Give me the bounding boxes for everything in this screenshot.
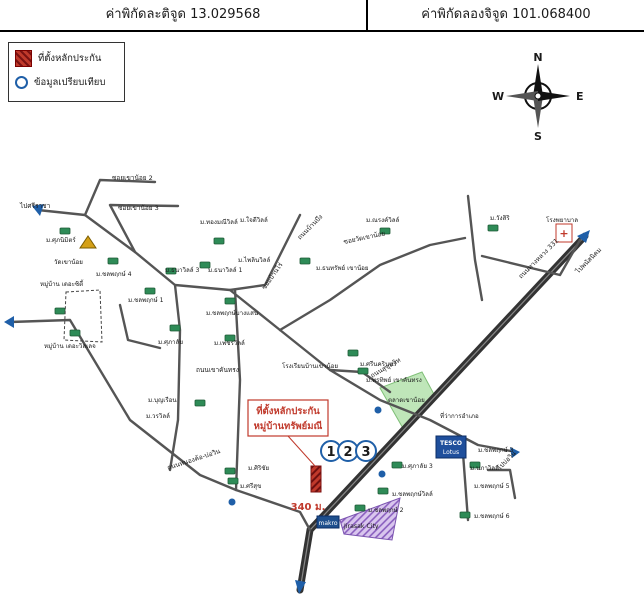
coordinate-header: ค่าพิกัดละติจูด 13.029568 ค่าพิกัดลองจิจ… (0, 0, 644, 32)
latitude-label: ค่าพิกัดละติจูด 13.029568 (105, 7, 261, 22)
village-boundary (63, 289, 103, 343)
place-label: ม.ชลพฤกษ์ 6 (474, 512, 510, 520)
place-label: ม.ศรีสุข (240, 482, 261, 490)
place-label: ม.บุญเรือน (148, 396, 177, 404)
comparable-markers (320, 440, 377, 462)
legend-reference-label: ข้อมูลเปรียบเทียบ (34, 76, 106, 88)
target-property-marker (310, 465, 322, 493)
comparable-1-label: 1 (326, 445, 335, 460)
place-label: ม.ชลพฤกษ์ 3 (478, 446, 514, 454)
place-label: หมู่บ้าน เดอะซิตี้ (40, 279, 84, 288)
legend-property-label: ที่ตั้งหลักประกัน (38, 52, 102, 64)
lotus-logo-text: Lotus (443, 449, 459, 456)
place-label: ม.เพชรวิลล์ (214, 339, 245, 347)
hospital-cross-icon: + (559, 227, 568, 240)
road-label-lower-left: ถนนหนองค้อ-บ่อวิน (166, 447, 222, 472)
place-label: ม.วังสิริ (490, 215, 510, 222)
place-label: ม.วรวิลล์ (146, 412, 170, 420)
main-highway (295, 230, 590, 594)
tesco-lotus-logo (435, 435, 467, 459)
place-label: Jirasak City (343, 523, 379, 530)
place-label: ม.ชลพฤกษ์ 2 (368, 506, 404, 514)
place-label: ม.ธนาวิลล์ 1 (208, 266, 243, 274)
comparable-3 (355, 440, 377, 462)
road-network (8, 178, 582, 532)
place-label: ม.ทองมณีวิลล์ (200, 218, 238, 226)
road-label-soi-top: ซอยเขาน้อย 2 (112, 174, 153, 182)
road-label-center: ถนนเขาคันทรง (196, 366, 239, 374)
property-swatch-icon (15, 49, 32, 67)
compass-east: E (576, 90, 584, 103)
place-label: โรงพยาบาล (546, 216, 578, 224)
place-label: ม.ศิริชัย (248, 465, 269, 472)
map-legend: ที่ตั้งหลักประกัน ข้อมูลเปรียบเทียบ (8, 42, 125, 102)
comparable-3-label: 3 (361, 445, 370, 460)
place-label: ม.ชลพฤกษ์ 4 (96, 270, 132, 278)
place-label: ม.นภาวิลล์ (470, 464, 499, 472)
place-label: ม.ชลพฤกษ์บางแสน (206, 309, 259, 317)
target-label-box (247, 399, 329, 437)
reference-circle-icon (15, 75, 28, 89)
makro-logo-text: makro (318, 520, 337, 527)
place-label: ตลาดเขาน้อย (388, 396, 425, 404)
place-label: ม.ไพลินวิลล์ (238, 256, 271, 264)
place-label: ม.ศรีนครินทร์ (360, 360, 397, 368)
arrow-west-icon (4, 316, 14, 328)
tesco-logo-text: TESCO (440, 440, 462, 447)
place-label: วัดเขาน้อย (54, 258, 83, 266)
place-label: ม.ศุภาลัย (158, 339, 183, 346)
legend-reference: ข้อมูลเปรียบเทียบ (15, 73, 105, 91)
compass-rose-icon (506, 64, 570, 128)
comparable-2-label: 2 (343, 445, 352, 460)
place-label: ม.ณรงค์วิลล์ (366, 216, 400, 224)
road-label-vertical: ซอยวัดเขาน้อย (343, 229, 386, 246)
place-label: หมู่บ้าน เดอะวิลเลจ (44, 342, 96, 350)
target-leader-line (287, 435, 316, 467)
place-label: ม.ชลพฤกษ์วิลล์ (392, 490, 433, 498)
compass-west: W (492, 90, 504, 103)
place-label: ม.ชลพฤกษ์ 1 (128, 296, 164, 304)
legend-property: ที่ตั้งหลักประกัน (15, 49, 101, 67)
village-markers (54, 224, 499, 519)
place-label: ม.พรทิพย์ เขาคันทรง (366, 376, 422, 384)
road-label-center-mid: ซอยบ้านไร่ (260, 261, 285, 291)
place-label: ม.ชลพฤกษ์ 5 (474, 482, 510, 490)
place-label: ม.ศุภาลัย 3 (402, 463, 433, 470)
compass-south: S (534, 130, 542, 143)
makro-logo (316, 515, 340, 529)
place-labels: วัดเขาน้อย ม.ศุภนิมิตร์ ม.ชลพฤกษ์ 4 ม.ชล… (40, 215, 578, 530)
place-label: ม.ศุภนิมิตร์ (46, 236, 76, 244)
place-label: ม.ใจดีวิลล์ (240, 216, 268, 224)
place-label: ม.ธนาวิลล์ 3 (165, 266, 200, 274)
jirasak-city-zone (339, 497, 401, 541)
location-map: N S E W (4, 51, 603, 594)
arrow-east-icon (510, 447, 520, 458)
place-label: โรงเรียนบ้านเขาน้อย (282, 362, 338, 370)
target-label-line1: ที่ตั้งหลักประกัน (256, 403, 320, 417)
road-label-soi-3: ซอยเขาน้อย 3 (118, 204, 159, 212)
header-divider (366, 0, 368, 30)
place-label: ม.ธนทรัพย์ เขาน้อย (316, 264, 369, 272)
road-label-right-top: ไปพนัสนิคม (573, 246, 603, 276)
road-label-left-town: ไปศรีราชา (19, 202, 51, 210)
arrow-west-top-icon (32, 204, 44, 216)
temple-icon (79, 235, 97, 249)
target-label-line2: หมู่บ้านทรัพย์มณี (254, 420, 323, 433)
distance-label: 340 ม. (291, 502, 326, 513)
longitude-label: ค่าพิกัดลองจิจูด 101.068400 (421, 7, 591, 22)
place-label: ที่ว่าการอำเภอ (440, 412, 479, 420)
compass-north: N (533, 51, 542, 64)
hospital-icon (555, 223, 573, 243)
